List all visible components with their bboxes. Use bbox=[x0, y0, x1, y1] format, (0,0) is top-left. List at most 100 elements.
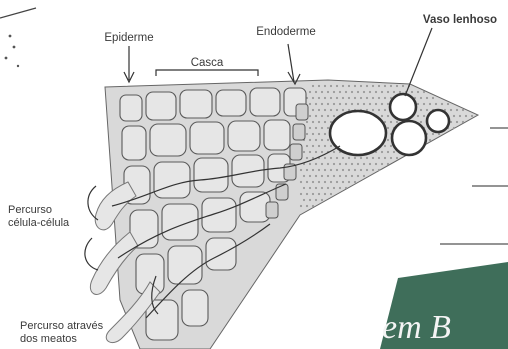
stele-dot bbox=[423, 115, 425, 117]
label-percurso-celula-line1: Percurso bbox=[8, 204, 52, 216]
stele-dot bbox=[348, 85, 350, 87]
stele-dot bbox=[345, 187, 347, 189]
stele-dot bbox=[396, 121, 398, 123]
stele-dot bbox=[384, 145, 386, 147]
stele-dot bbox=[378, 157, 380, 159]
stele-dot bbox=[327, 115, 329, 117]
stele-dot bbox=[330, 169, 332, 171]
stele-dot bbox=[300, 169, 302, 171]
stele-dot bbox=[336, 157, 338, 159]
stele-dot bbox=[318, 85, 320, 87]
stele-dot bbox=[360, 169, 362, 171]
stele-dot bbox=[306, 205, 308, 207]
stele-dot bbox=[324, 193, 326, 195]
stele-dot bbox=[456, 109, 458, 111]
stele-dot bbox=[381, 115, 383, 117]
stele-dot bbox=[324, 121, 326, 123]
stele-dot bbox=[300, 205, 302, 207]
stele-dot bbox=[342, 109, 344, 111]
stele-dot bbox=[348, 169, 350, 171]
stele-dot bbox=[315, 91, 317, 93]
label-epiderme: Epiderme bbox=[104, 32, 153, 44]
label-percurso-meatos-line1: Percurso através bbox=[20, 320, 104, 332]
stele-dot bbox=[321, 175, 323, 177]
stele-dot bbox=[339, 163, 341, 165]
stele-dot bbox=[372, 169, 374, 171]
stele-dot bbox=[306, 157, 308, 159]
stele-dot bbox=[318, 97, 320, 99]
stele-dot bbox=[390, 121, 392, 123]
stele-dot bbox=[312, 169, 314, 171]
stele-dot bbox=[363, 91, 365, 93]
stele-dot bbox=[339, 91, 341, 93]
stele-dot bbox=[321, 151, 323, 153]
stele-dot bbox=[396, 157, 398, 159]
stele-dot bbox=[327, 103, 329, 105]
stele-dot bbox=[330, 181, 332, 183]
stele-dot bbox=[309, 139, 311, 141]
stele-dot bbox=[387, 115, 389, 117]
stele-dot bbox=[342, 169, 344, 171]
stele-dot bbox=[351, 163, 353, 165]
stele-dot bbox=[375, 91, 377, 93]
stele-dot bbox=[393, 151, 395, 153]
stele-dot bbox=[417, 91, 419, 93]
stele-dot bbox=[378, 85, 380, 87]
stele-dot bbox=[420, 121, 422, 123]
stele-dot bbox=[369, 163, 371, 165]
stele-dot bbox=[327, 91, 329, 93]
stele-dot bbox=[429, 139, 431, 141]
stele-dot bbox=[372, 157, 374, 159]
stele-dot bbox=[366, 97, 368, 99]
stele-dot bbox=[312, 181, 314, 183]
stele-dot bbox=[327, 127, 329, 129]
stele-dot bbox=[354, 85, 356, 87]
stele-dot bbox=[387, 139, 389, 141]
stele-dot bbox=[339, 175, 341, 177]
stele-dot bbox=[357, 103, 359, 105]
stele-dot bbox=[390, 145, 392, 147]
stele-dot bbox=[348, 97, 350, 99]
stele-dot bbox=[429, 103, 431, 105]
stele-dot bbox=[351, 175, 353, 177]
stele-dot bbox=[432, 133, 434, 135]
stele-dot bbox=[309, 115, 311, 117]
stele-dot bbox=[366, 169, 368, 171]
stele-dot bbox=[315, 127, 317, 129]
stele-dot bbox=[345, 91, 347, 93]
stele-dot bbox=[354, 97, 356, 99]
stele-dot bbox=[309, 127, 311, 129]
stele-dot bbox=[387, 127, 389, 129]
stele-dot bbox=[366, 157, 368, 159]
stele-dot bbox=[315, 175, 317, 177]
stele-dot bbox=[315, 199, 317, 201]
stele-dot bbox=[306, 133, 308, 135]
stele-dot bbox=[357, 163, 359, 165]
stele-dot bbox=[330, 85, 332, 87]
stele-dot bbox=[357, 91, 359, 93]
stele-dot bbox=[318, 109, 320, 111]
stele-dot bbox=[471, 115, 473, 117]
stele-dot bbox=[315, 103, 317, 105]
stele-dot bbox=[381, 103, 383, 105]
stele-dot bbox=[417, 115, 419, 117]
stele-dot bbox=[321, 115, 323, 117]
stele-dot bbox=[318, 193, 320, 195]
stele-dot bbox=[309, 175, 311, 177]
stele-dot bbox=[327, 175, 329, 177]
stele-dot bbox=[315, 151, 317, 153]
stele-dot bbox=[348, 181, 350, 183]
stele-dot bbox=[423, 91, 425, 93]
stele-dot bbox=[390, 157, 392, 159]
stele-dot bbox=[306, 181, 308, 183]
stele-dot bbox=[327, 139, 329, 141]
stele-dot bbox=[345, 175, 347, 177]
stele-dot bbox=[333, 163, 335, 165]
stele-dot bbox=[363, 175, 365, 177]
stele-dot bbox=[381, 91, 383, 93]
stele-dot bbox=[366, 85, 368, 87]
stele-dot bbox=[300, 181, 302, 183]
stele-dot bbox=[324, 169, 326, 171]
stele-dot bbox=[384, 157, 386, 159]
stele-dot bbox=[330, 109, 332, 111]
